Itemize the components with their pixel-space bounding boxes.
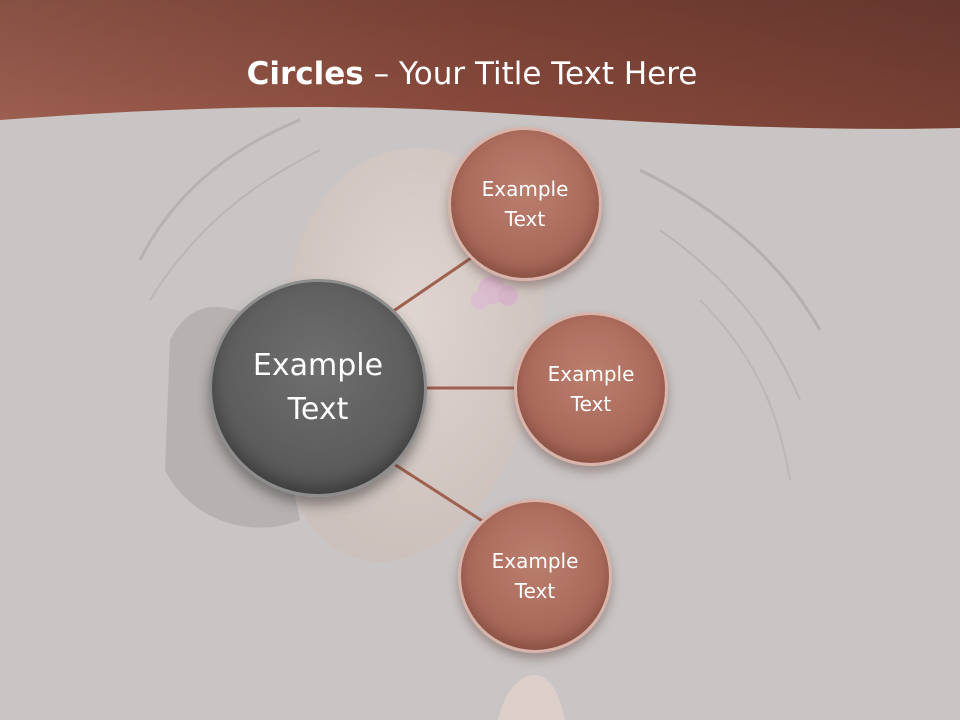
satellite-circle-bottom[interactable]: Example Text — [458, 499, 612, 653]
center-circle-line2: Text — [287, 392, 349, 427]
satellite-circle-line2: Text — [504, 207, 546, 231]
header-band — [0, 0, 960, 129]
slide-title-rest: – Your Title Text Here — [363, 56, 698, 92]
satellite-circle-middle[interactable]: Example Text — [514, 312, 668, 466]
satellite-circle-text: Example Text — [482, 174, 569, 234]
connector-bottom — [393, 462, 485, 524]
center-circle[interactable]: Example Text — [209, 279, 427, 497]
satellite-circle-line1: Example — [547, 362, 635, 386]
satellite-circle-top[interactable]: Example Text — [448, 127, 602, 281]
slide-title-bold: Circles — [246, 56, 364, 92]
center-circle-line1: Example — [252, 348, 384, 383]
connector-top — [391, 254, 475, 314]
center-circle-text: Example Text — [253, 344, 383, 432]
satellite-circle-line2: Text — [514, 579, 556, 603]
satellite-circle-line2: Text — [570, 392, 612, 416]
satellite-circle-text: Example Text — [548, 359, 635, 419]
satellite-circle-text: Example Text — [492, 546, 579, 606]
satellite-circle-line1: Example — [481, 177, 569, 201]
satellite-circle-line1: Example — [491, 549, 579, 573]
slide-title: Circles – Your Title Text Here — [0, 52, 944, 96]
